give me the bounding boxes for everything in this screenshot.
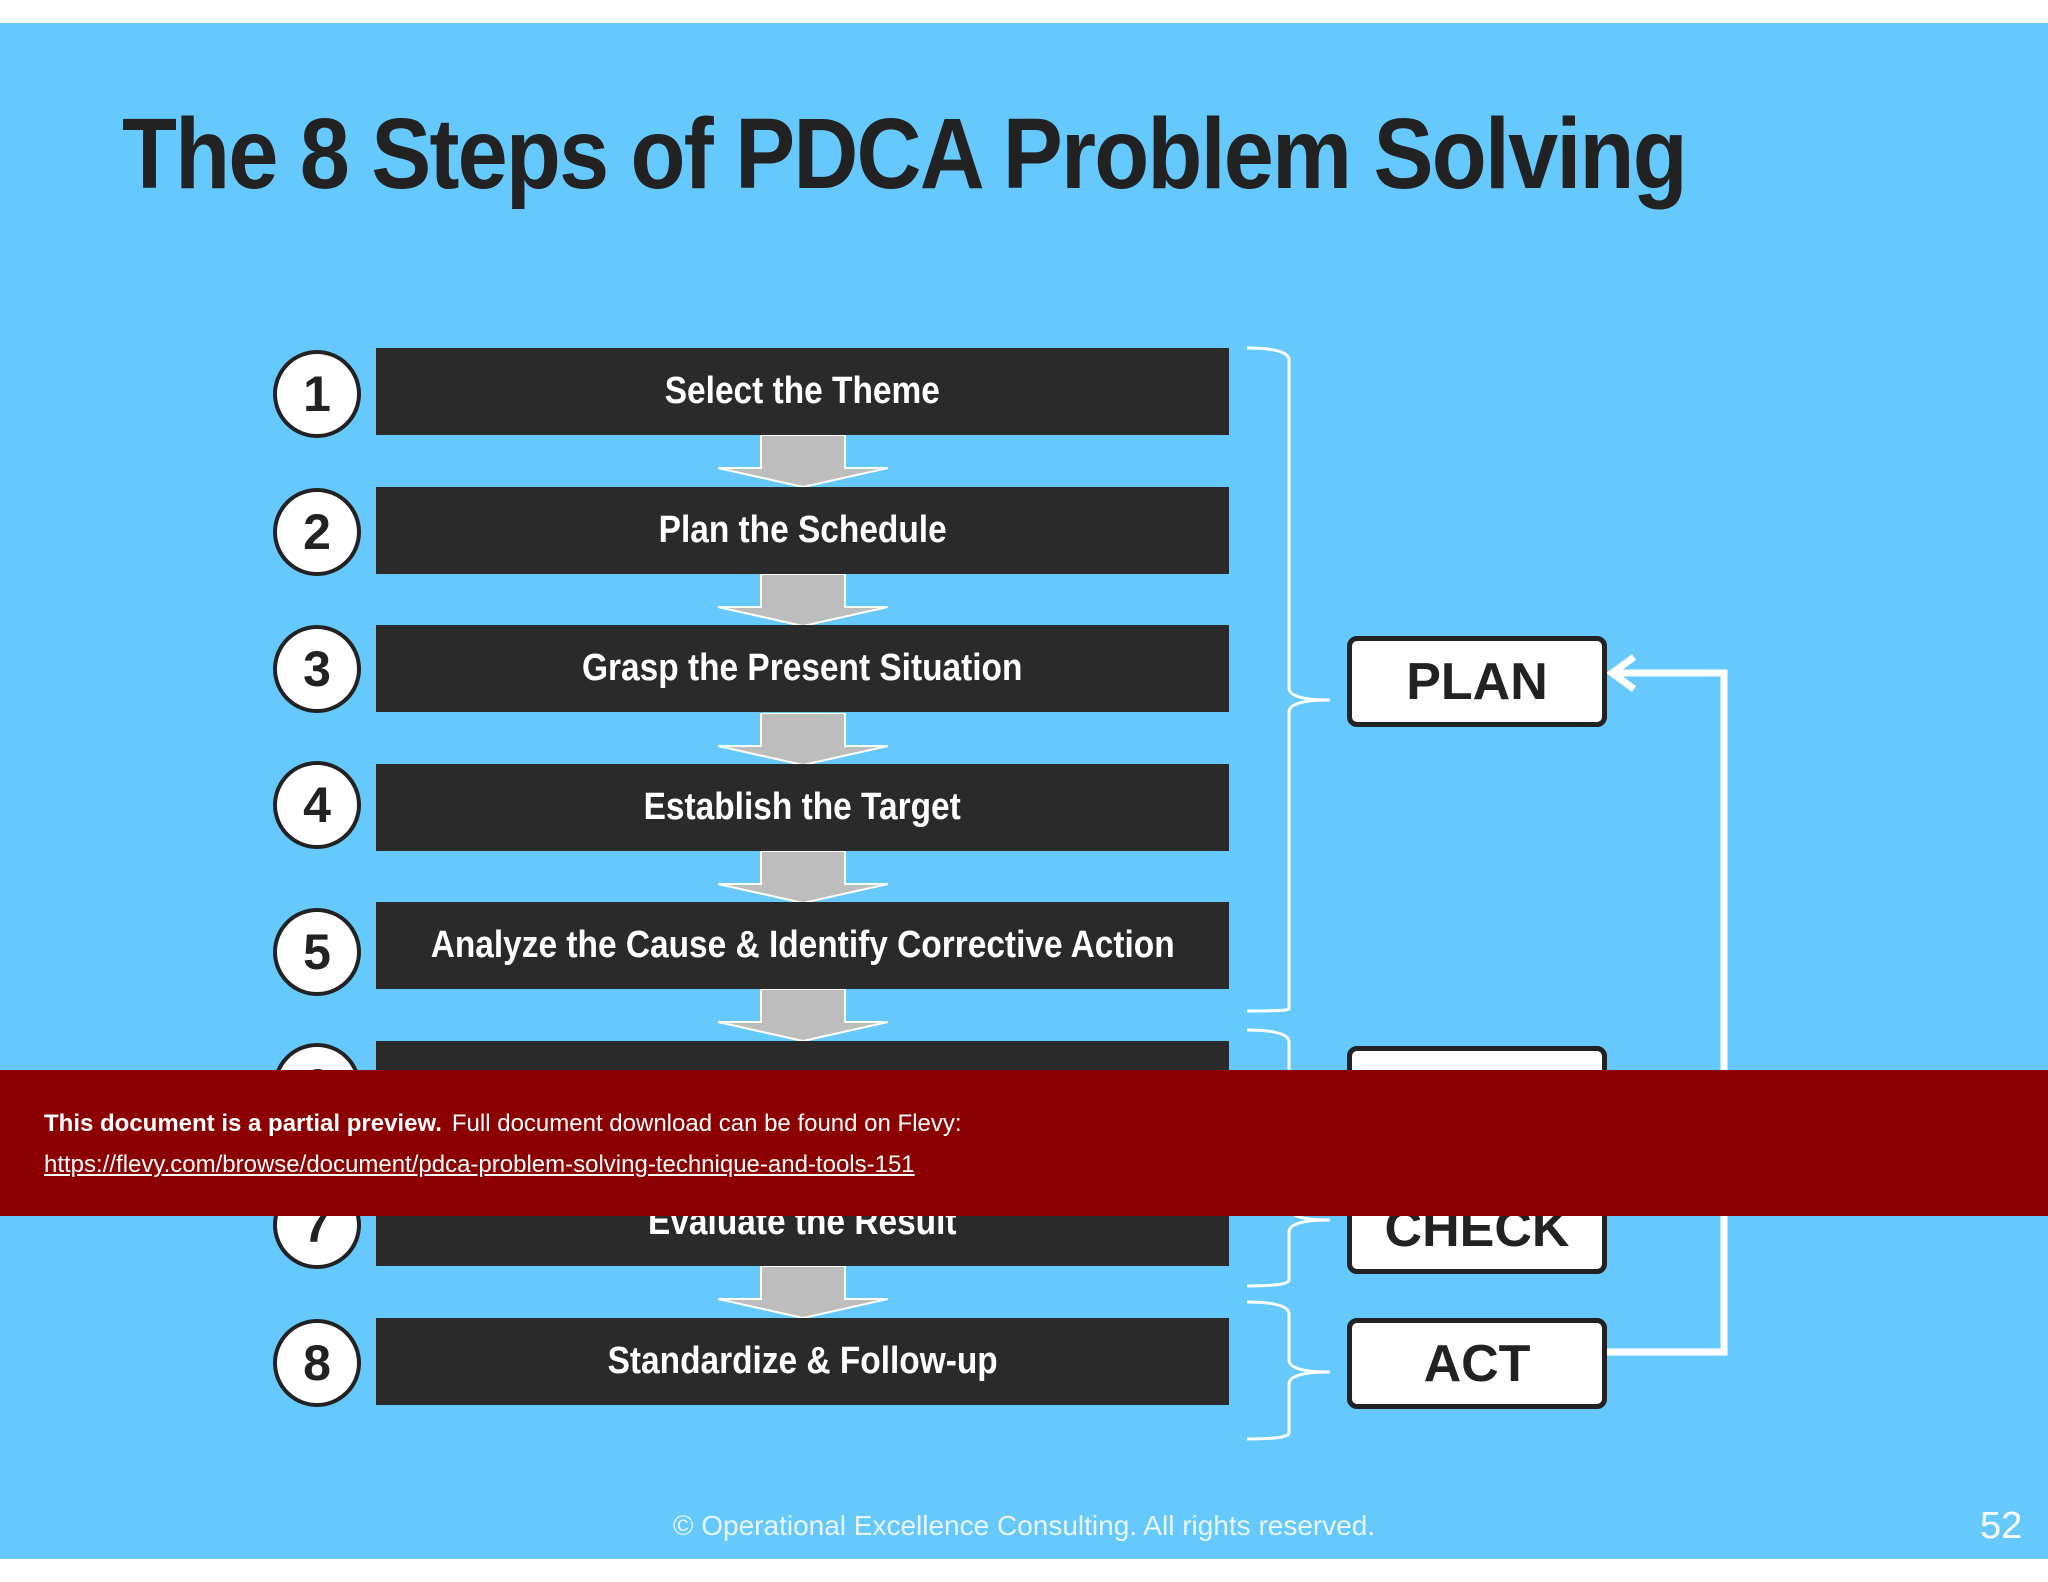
step-number-badge: 5 — [273, 908, 361, 996]
step-box: Grasp the Present Situation — [376, 625, 1229, 712]
feedback-arrowhead-icon — [1606, 654, 1637, 692]
step-box: Standardize & Follow-up — [376, 1318, 1229, 1405]
step-label: Select the Theme — [664, 370, 941, 412]
down-arrow-icon — [718, 435, 888, 487]
step-box: Plan the Schedule — [376, 487, 1229, 574]
page-number: 52 — [1980, 1505, 2023, 1547]
act-bracket — [1246, 1300, 1331, 1441]
step-label: Plan the Schedule — [658, 509, 947, 551]
do-bracket — [1246, 1028, 1291, 1081]
slide-title: The 8 Steps of PDCA Problem Solving — [122, 98, 1688, 210]
down-arrow-icon — [718, 851, 888, 903]
step-label: Analyze the Cause & Identify Corrective … — [430, 924, 1175, 966]
step-box: Establish the Target — [376, 764, 1229, 851]
flevy-document-link[interactable]: https://flevy.com/browse/document/pdca-p… — [44, 1151, 915, 1178]
check-bracket — [1246, 1207, 1331, 1288]
slide: The 8 Steps of PDCA Problem Solving 1 Se… — [0, 23, 2048, 1559]
step-number-badge: 8 — [273, 1319, 361, 1407]
plan-bracket — [1246, 346, 1331, 1013]
step-label: Standardize & Follow-up — [607, 1340, 998, 1382]
banner-lead-text: This document is a partial preview. — [44, 1110, 442, 1137]
step-box: Select the Theme — [376, 348, 1229, 435]
phase-box-act: ACT — [1347, 1318, 1607, 1409]
banner-message: This document is a partial preview. Full … — [44, 1110, 962, 1138]
copyright-footer: © Operational Excellence Consulting. All… — [672, 1510, 1376, 1541]
phase-box-plan: PLAN — [1347, 636, 1607, 727]
feedback-line — [1602, 669, 1728, 1356]
down-arrow-icon — [718, 713, 888, 765]
bracket-connectors — [1246, 346, 1728, 1441]
preview-banner: This document is a partial preview. Full … — [0, 1070, 2048, 1216]
step-number-badge: 2 — [273, 488, 361, 576]
banner-body-text: Full document download can be found on F… — [451, 1110, 962, 1137]
down-arrow-icon — [718, 574, 888, 626]
step-label: Grasp the Present Situation — [582, 647, 1023, 689]
down-arrow-icon — [718, 989, 888, 1041]
step-label: Establish the Target — [643, 786, 962, 828]
step-number-badge: 1 — [273, 350, 361, 438]
down-arrow-icon — [718, 1266, 888, 1318]
step-number-badge: 3 — [273, 625, 361, 713]
step-box: Analyze the Cause & Identify Corrective … — [376, 902, 1229, 989]
step-number-badge: 4 — [273, 761, 361, 849]
